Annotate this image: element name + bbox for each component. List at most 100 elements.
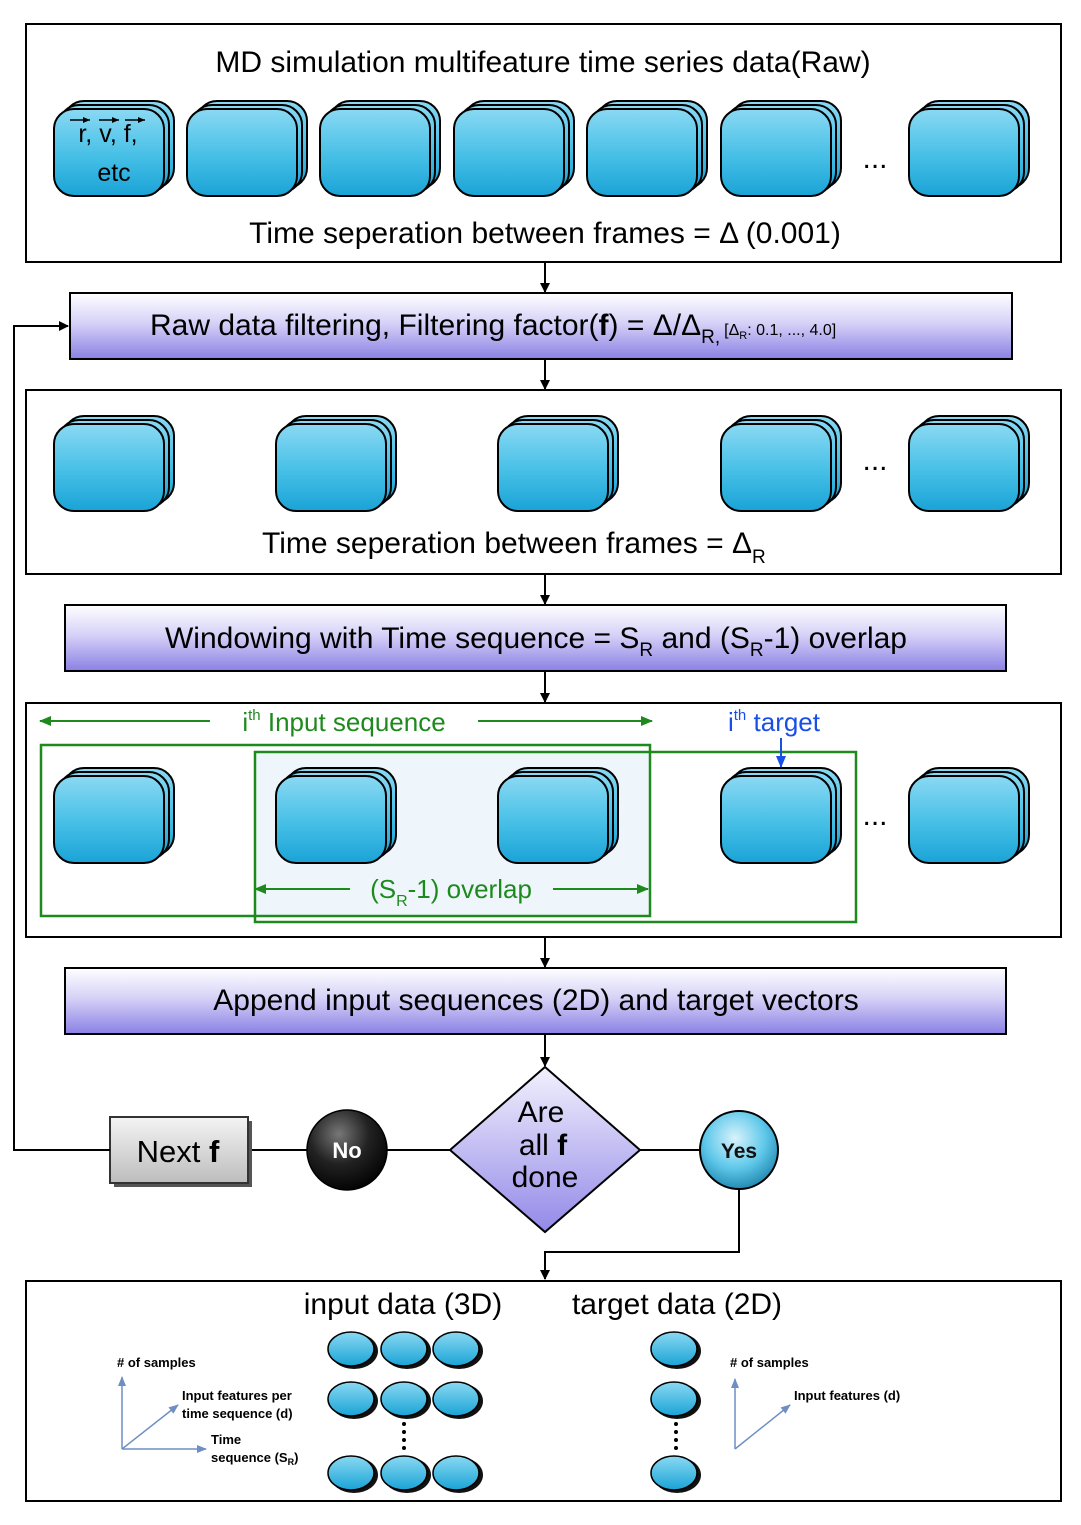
input-axis-time-1: Time [211, 1432, 241, 1447]
windowing-sub-2: R [750, 640, 764, 661]
input-axes [118, 1376, 207, 1453]
input-axis-time-sub: R [288, 1457, 295, 1467]
no-label: No [332, 1138, 361, 1163]
data-pill [650, 1331, 701, 1369]
target-axes [731, 1378, 791, 1450]
target-axis-samples: # of samples [730, 1355, 809, 1370]
append-process-box [64, 967, 1007, 1035]
frame-vector-label: r, v, f, [78, 120, 137, 148]
next-text: Next [137, 1134, 209, 1169]
filter-range-open: [Δ [724, 322, 739, 339]
input-seq-text: Input sequence [261, 707, 446, 737]
windowing-sub-1: R [639, 640, 653, 661]
decision-line-1: Are [518, 1096, 565, 1129]
target-sup: th [734, 707, 747, 724]
target-data-title: target data (2D) [572, 1288, 782, 1321]
frame-stack [908, 100, 1030, 197]
decision-line-2: all f [519, 1129, 568, 1162]
frame-stack [53, 415, 175, 512]
raw-ellipsis: ... [862, 142, 887, 175]
windowing-text-2: and (S [653, 622, 750, 655]
filter-process-text: Raw data filtering, Filtering factor(f) … [150, 309, 836, 348]
target-vertical-dots [674, 1422, 678, 1450]
window-frame-row [53, 767, 1030, 864]
frame-stack [908, 767, 1030, 864]
frame-stack [186, 100, 308, 197]
target-i: i [728, 707, 734, 737]
target-label: ith target [728, 707, 821, 737]
target-axis-features: Input features (d) [794, 1388, 900, 1403]
overlap-label: (SR-1) overlap [370, 874, 532, 910]
filtered-sep-main: Time seperation between frames = Δ [262, 527, 752, 560]
filter-bold-f: f [599, 309, 610, 342]
decision-bold-f: f [557, 1129, 568, 1162]
filter-text-1: Raw data filtering, Filtering factor( [150, 309, 599, 342]
windowing-text-1: Windowing with Time sequence = S [165, 622, 639, 655]
frame-stack [497, 767, 619, 864]
decision-all: all [519, 1129, 557, 1162]
frame-stack [275, 767, 397, 864]
frame-stack [720, 100, 842, 197]
data-pill [432, 1455, 483, 1493]
filter-process-box [69, 292, 1013, 360]
filtered-separation-text: Time seperation between frames = ΔR [262, 527, 766, 568]
target-sequence-window [253, 750, 858, 924]
data-pill [327, 1455, 378, 1493]
yes-label: Yes [721, 1140, 757, 1163]
frame-stack [720, 767, 842, 864]
filter-range-sub: R [739, 330, 747, 342]
input-sequence-label: ith Input sequence [242, 707, 445, 737]
data-pill [432, 1381, 483, 1419]
data-pill [650, 1381, 701, 1419]
frame-stack [720, 415, 842, 512]
decision-diamond [448, 1065, 642, 1234]
input-axis-time-close: ) [294, 1450, 298, 1465]
filter-sub: R [701, 327, 715, 348]
input-seq-sup: th [248, 707, 261, 724]
input-axis-features-2: time sequence (d) [182, 1406, 293, 1421]
data-pill [380, 1455, 431, 1493]
append-process-text: Append input sequences (2D) and target v… [213, 984, 858, 1017]
windowing-text-3: -1) overlap [764, 622, 907, 655]
frame-etc-label: etc [97, 159, 130, 187]
data-pill [380, 1331, 431, 1369]
raw-separation-text: Time seperation between frames = Δ (0.00… [249, 217, 841, 250]
frame-stack [319, 100, 441, 197]
frame-vector-labels: r, v, f, etc [70, 117, 145, 187]
input-axis-samples: # of samples [117, 1355, 196, 1370]
frame-stack [586, 100, 708, 197]
input-axis-features-1: Input features per [182, 1388, 292, 1403]
data-pill [380, 1381, 431, 1419]
overlap-open: (S [370, 874, 396, 904]
input-data-title: input data (3D) [304, 1288, 502, 1321]
window-ellipsis: ... [862, 799, 887, 832]
frame-stack [53, 767, 175, 864]
next-bold-f: f [209, 1134, 220, 1169]
raw-frame-row [53, 100, 1030, 197]
target-text: target [746, 707, 820, 737]
data-pill [327, 1381, 378, 1419]
data-pill [327, 1331, 378, 1369]
windowing-process-text: Windowing with Time sequence = SR and (S… [165, 622, 907, 661]
overlap-text: -1) overlap [408, 874, 532, 904]
frame-stack [453, 100, 575, 197]
input-data-grid [327, 1331, 483, 1493]
next-f-box [109, 1116, 249, 1184]
input-seq-i: i [242, 707, 248, 737]
loop-back-line [13, 321, 110, 1151]
frame-stack [53, 100, 175, 197]
input-sequence-window [39, 743, 652, 918]
filtered-sep-sub: R [752, 547, 766, 568]
filter-text-2: ) = Δ/Δ [609, 309, 702, 342]
frame-stack [908, 415, 1030, 512]
filtered-frame-row [53, 415, 1030, 512]
raw-data-title: MD simulation multifeature time series d… [215, 46, 870, 79]
decision-line-3: done [512, 1161, 579, 1194]
filtered-ellipsis: ... [862, 444, 887, 477]
filter-comma: , [715, 327, 720, 348]
overlap-sub: R [396, 893, 408, 910]
yes-to-output-line [540, 1189, 740, 1280]
frame-stack [275, 415, 397, 512]
frame-stack [497, 415, 619, 512]
